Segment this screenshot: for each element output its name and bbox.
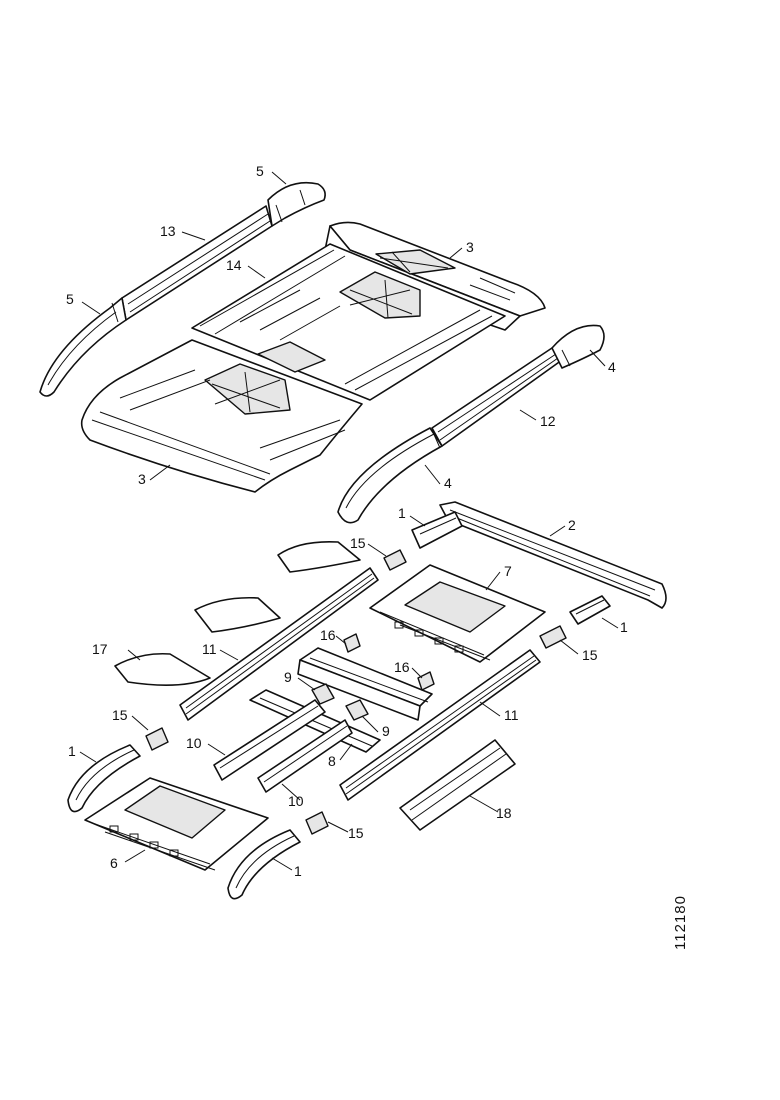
part-10-crossbar-lower: [257, 719, 353, 793]
part-2-cross-member: [439, 501, 667, 609]
callout-label: 10: [288, 793, 304, 809]
callout-label: 15: [348, 825, 364, 841]
callout-label: 16: [394, 659, 410, 675]
part-5-upper-cap: [267, 181, 326, 227]
part-15-spacer-bottom: [305, 811, 329, 835]
callout-label: 1: [294, 863, 302, 879]
part-4-upper-front-cap: [551, 324, 605, 369]
callout-label: 8: [328, 753, 336, 769]
part-16-pad-lower: [417, 671, 435, 691]
part-12-lower-side-rail: [431, 347, 563, 447]
part-15-spacer-upper: [383, 549, 407, 571]
callout-label: 10: [186, 735, 202, 751]
part-15-spacer-left: [145, 727, 169, 751]
callout-label: 2: [568, 517, 576, 533]
part-18-side-panel: [399, 739, 516, 831]
callout-label: 1: [68, 743, 76, 759]
insulation-pad-middle: [194, 596, 281, 633]
part-6-front-frame: [84, 777, 269, 871]
callout-label: 3: [138, 471, 146, 487]
part-16-pad-upper: [343, 633, 361, 653]
part-15-spacer-right: [539, 625, 567, 649]
callout-label: 14: [226, 257, 242, 273]
insulation-pad-upper: [277, 540, 361, 573]
callout-label: 3: [466, 239, 474, 255]
callout-label: 11: [504, 707, 519, 723]
callout-label: 17: [92, 641, 108, 657]
part-8-channel: [297, 647, 433, 721]
part-4-lower-front-cap: [337, 427, 443, 524]
callout-label: 15: [582, 647, 598, 663]
part-17-insulation-pad: [114, 652, 211, 686]
callout-label: 4: [608, 359, 616, 375]
part-5-lower-cap: [39, 297, 127, 397]
part-1-bracket-upper: [411, 511, 463, 549]
callout-label: 9: [382, 723, 390, 739]
part-11-long-rail-lower: [339, 649, 541, 801]
callout-label: 13: [160, 223, 176, 239]
callouts: 5 13 14 3 5 4 12 3 4 1 2 15 7 1 15 16 16…: [66, 163, 628, 879]
callout-label: 1: [398, 505, 406, 521]
part-10-crossbar-upper: [213, 699, 326, 781]
callout-label: 16: [320, 627, 336, 643]
callout-label: 18: [496, 805, 512, 821]
callout-label: 15: [112, 707, 128, 723]
callout-label: 12: [540, 413, 556, 429]
leader-lines: [79, 171, 619, 871]
callout-label: 4: [444, 475, 452, 491]
callout-label: 7: [504, 563, 512, 579]
callout-label: 1: [620, 619, 628, 635]
diagram-reference-number: 112180: [672, 895, 689, 950]
part-1-bracket-right: [569, 595, 611, 625]
part-11-long-rail-upper: [179, 567, 379, 721]
part-14-roof-center: [191, 243, 506, 401]
callout-label: 11: [202, 641, 217, 657]
callout-label: 6: [110, 855, 118, 871]
callout-label: 5: [256, 163, 264, 179]
part-1-bracket-bottom: [227, 829, 301, 900]
part-7-rear-frame: [369, 564, 546, 663]
callout-label: 15: [350, 535, 366, 551]
callout-label: 5: [66, 291, 74, 307]
callout-label: 9: [284, 669, 292, 685]
part-3-front-roof-panel: [80, 339, 363, 493]
part-1-bracket-left: [67, 744, 141, 813]
